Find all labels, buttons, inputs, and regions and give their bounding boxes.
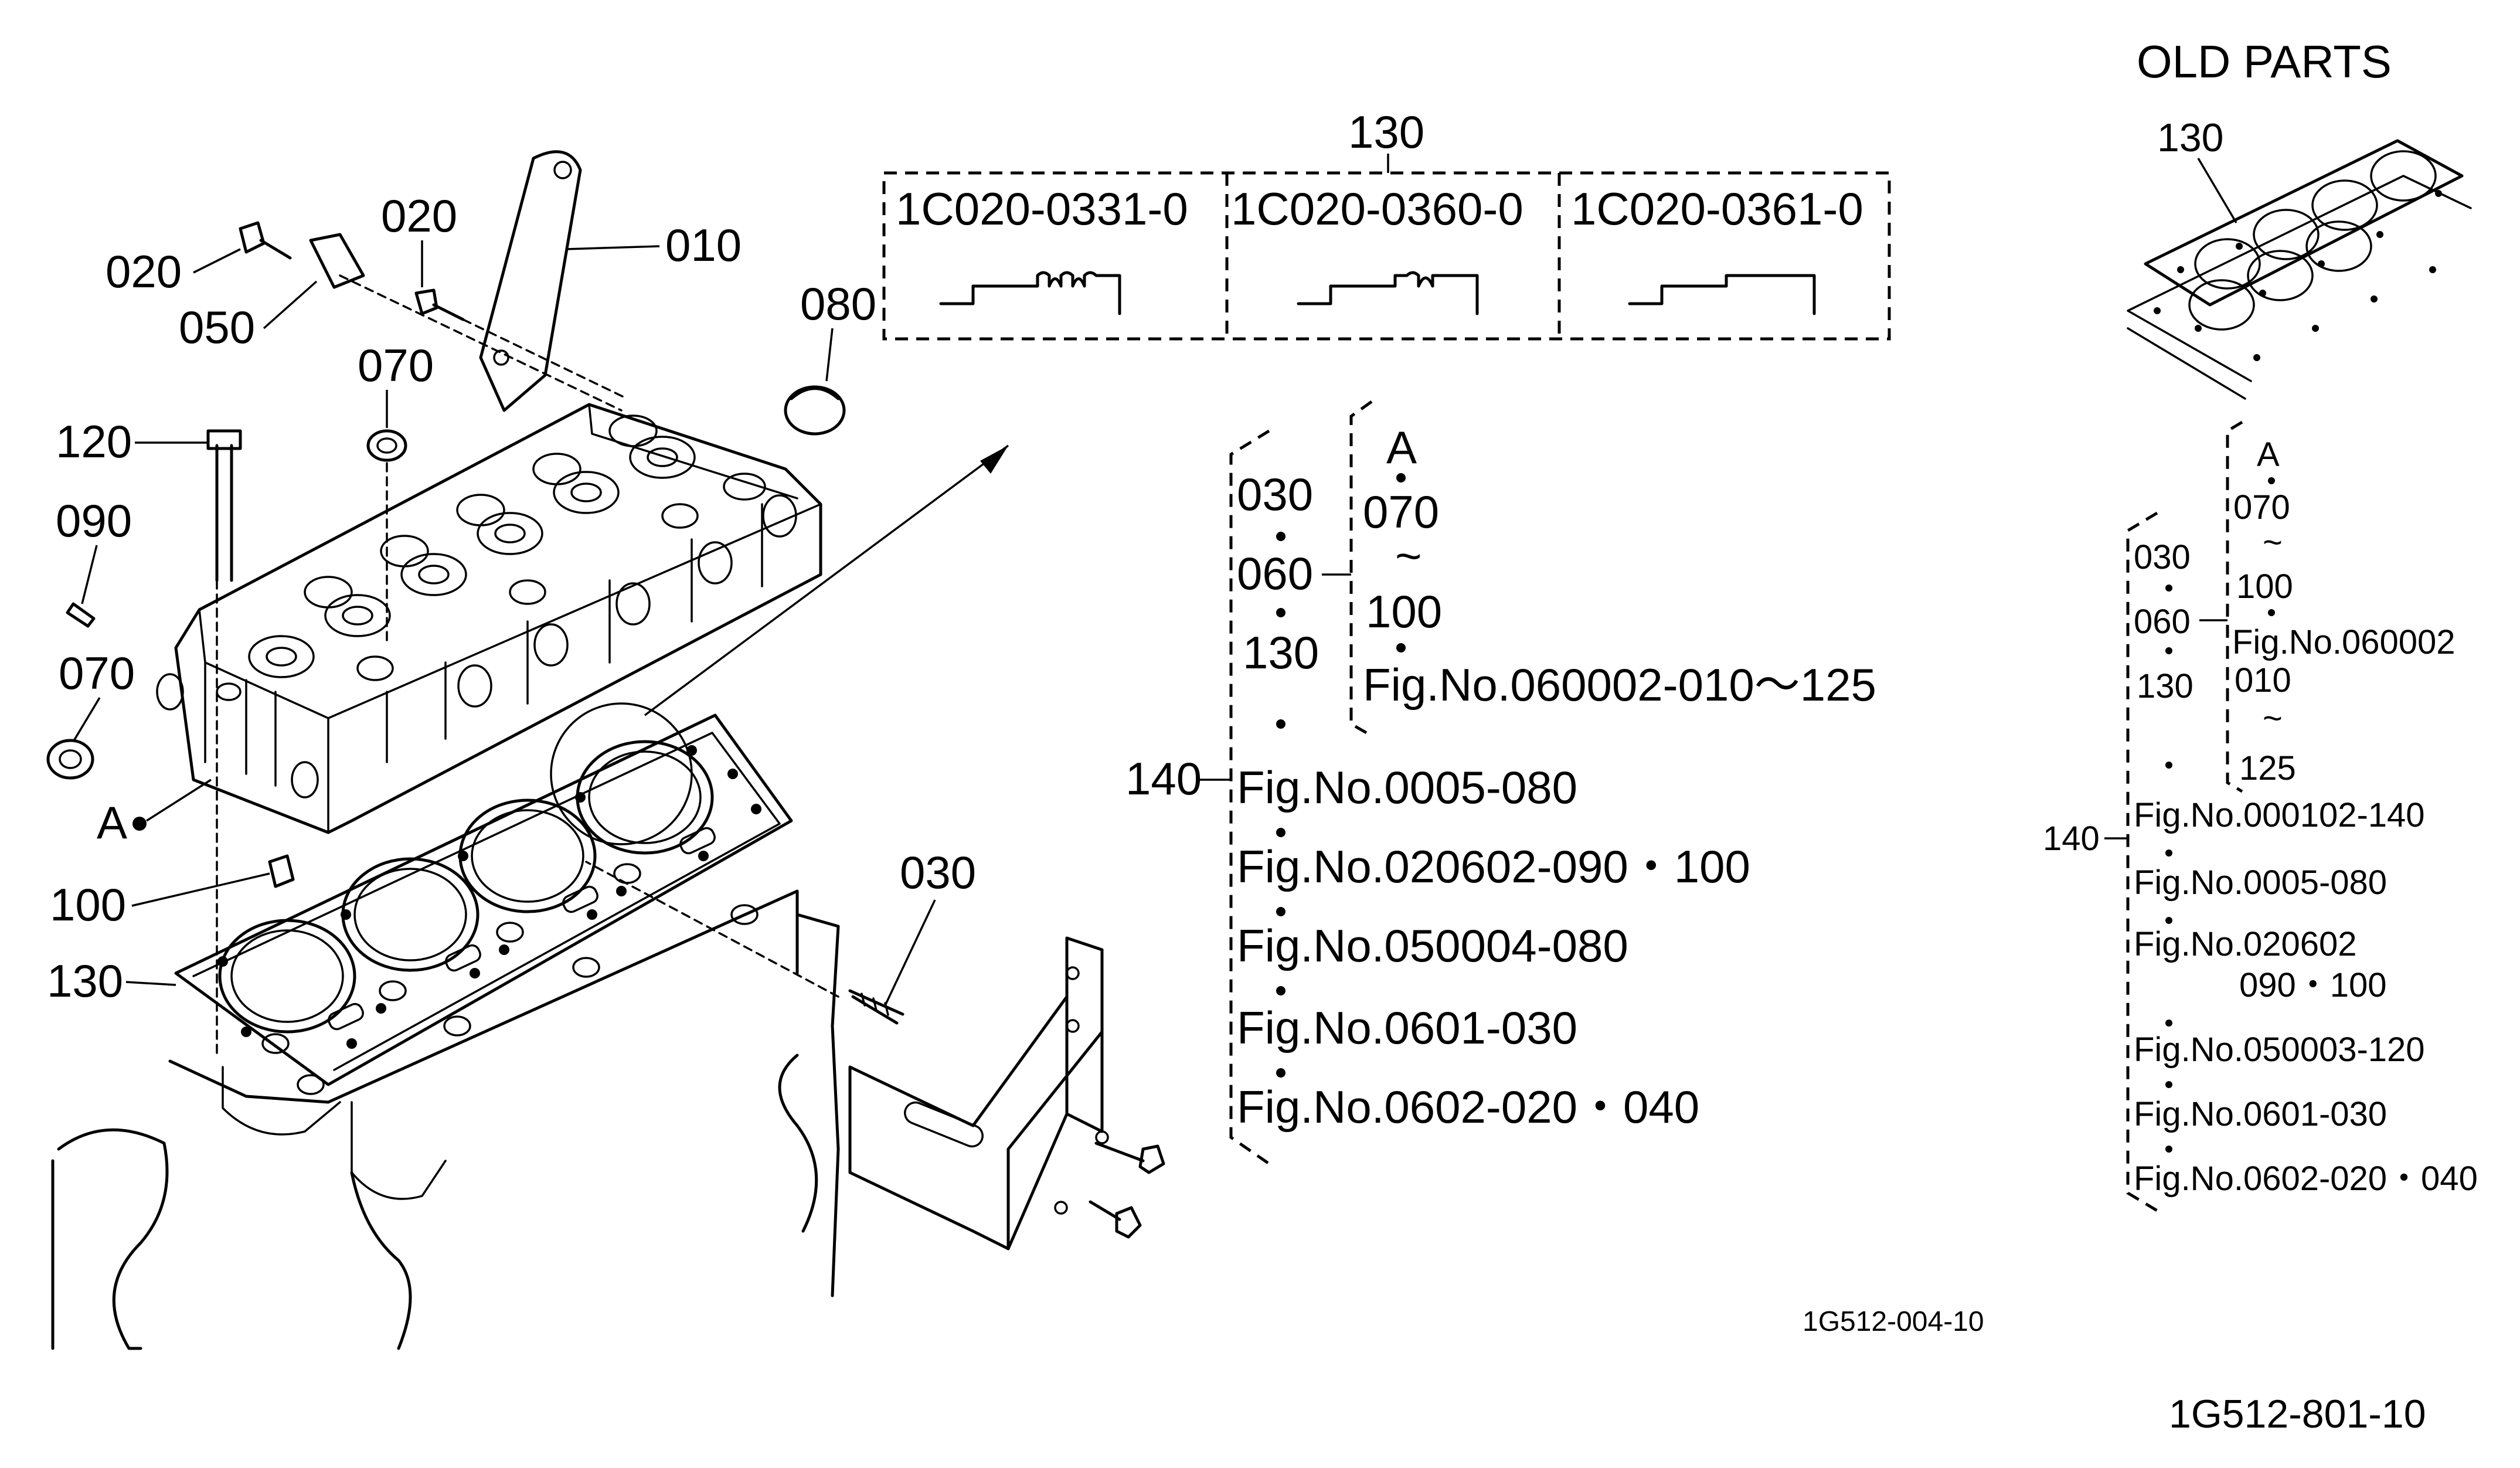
gasket-variant-2: 1C020-0360-0 (1231, 183, 1523, 235)
old-tree-tilde2: ~ (2263, 699, 2283, 738)
head-gasket-drawing (174, 702, 793, 1086)
new-tree-fig-050004: Fig.No.050004-080 (1237, 920, 1628, 971)
callout-070b: 070 (59, 647, 135, 699)
callout-010: 010 (665, 219, 742, 271)
new-tree-fig-020602: Fig.No.020602-090・100 (1237, 841, 1750, 892)
old-tree-010: 010 (2235, 661, 2291, 699)
old-tree-a: A (2257, 436, 2280, 474)
sheet-code: 1G512-801-10 (2169, 1392, 2426, 1436)
new-tree-a: A (1386, 422, 1417, 473)
callout-020a: 020 (106, 246, 182, 297)
old-tree-fig-000102: Fig.No.000102-140 (2134, 796, 2425, 834)
old-tree-140: 140 (2043, 820, 2100, 858)
old-parts-callout-130: 130 (2157, 115, 2223, 160)
bolt-drawing (46, 150, 1165, 1239)
old-tree-100: 100 (2236, 568, 2293, 606)
old-tree-130: 130 (2137, 667, 2193, 705)
gasket-variant-box: 130 1C020-0331-0 1C020-0360-0 1C020-0361… (882, 106, 1891, 341)
guide-lines (216, 274, 1009, 1056)
new-tree-fig-0601: Fig.No.0601-030 (1237, 1002, 1577, 1054)
callout-050: 050 (179, 301, 255, 353)
old-tree-fig-050003: Fig.No.050003-120 (2134, 1031, 2425, 1069)
new-tree-070: 070 (1363, 486, 1439, 538)
callout-030: 030 (900, 847, 976, 898)
old-tree-030: 030 (2134, 538, 2191, 576)
new-tree-fig-0602: Fig.No.0602-020・040 (1237, 1081, 1699, 1133)
new-tree-fig-060002: Fig.No.060002-010～125 (1363, 659, 1876, 711)
callout-090: 090 (56, 495, 132, 546)
engine-block-drawing (51, 863, 840, 1350)
callout-a: A (97, 797, 127, 848)
old-tree-tilde1: ~ (2263, 524, 2283, 562)
old-tree-fig-020602-sub: 090・100 (2239, 966, 2387, 1004)
callouts: 020 020 050 010 080 070 120 090 070 A 10… (47, 190, 976, 1007)
new-parts-tree: A 070 ~ 100 Fig.No.060002-010～125 030 06… (1125, 400, 1876, 1165)
drawing-code: 1G512-004-10 (1803, 1306, 1984, 1337)
new-tree-130: 130 (1243, 627, 1319, 678)
old-tree-fig-060002: Fig.No.060002 (2232, 623, 2455, 661)
old-tree-fig-020602: Fig.No.020602 (2134, 925, 2356, 963)
old-tree-125: 125 (2239, 749, 2296, 787)
old-tree-060: 060 (2134, 603, 2191, 641)
new-tree-140: 140 (1125, 753, 1202, 804)
old-parts-tree: A 070 ~ 100 Fig.No.060002 010 ~ 125 030 … (2043, 420, 2478, 1212)
bracket-drawing (848, 936, 1109, 1250)
gasket-variant-1: 1C020-0331-0 (896, 183, 1188, 235)
callout-130-box: 130 (1348, 106, 1424, 158)
old-parts-title: OLD PARTS (2137, 36, 2392, 87)
cylinder-head-drawing (156, 403, 822, 834)
callout-080: 080 (800, 278, 876, 329)
old-tree-fig-0005: Fig.No.0005-080 (2134, 864, 2387, 902)
new-tree-030: 030 (1237, 468, 1313, 520)
old-tree-070: 070 (2233, 488, 2290, 526)
notch-profile-1-icon (939, 271, 1121, 315)
callout-100: 100 (50, 879, 126, 930)
new-tree-100: 100 (1366, 586, 1442, 637)
callout-070a: 070 (358, 339, 434, 391)
new-tree-060: 060 (1237, 548, 1313, 599)
old-tree-fig-0601: Fig.No.0601-030 (2134, 1095, 2387, 1133)
new-tree-fig-0005: Fig.No.0005-080 (1237, 762, 1577, 813)
notch-profile-2-icon (1297, 271, 1479, 315)
old-tree-fig-0602: Fig.No.0602-020・040 (2134, 1160, 2478, 1198)
callout-020b: 020 (381, 190, 457, 242)
notch-profile-3-icon (1628, 274, 1816, 315)
old-gasket-drawing: 130 (2127, 115, 2472, 400)
gasket-variant-3: 1C020-0361-0 (1571, 183, 1863, 235)
callout-130: 130 (47, 955, 123, 1007)
callout-120: 120 (56, 416, 132, 467)
new-tree-tilde: ~ (1395, 530, 1422, 582)
